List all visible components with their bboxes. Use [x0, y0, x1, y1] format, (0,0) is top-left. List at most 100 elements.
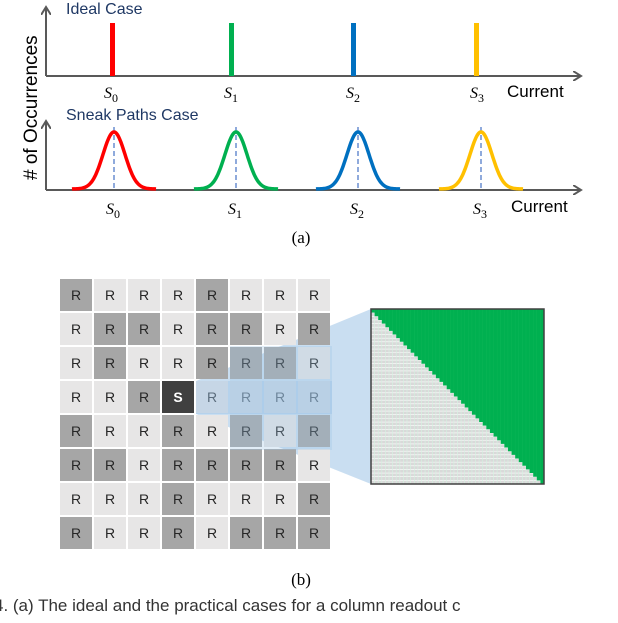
grid-cell-selected-label: S — [173, 389, 182, 405]
grid-cell-label: R — [241, 525, 251, 541]
grid-cell-label: R — [241, 423, 251, 439]
grid-cell — [230, 415, 262, 447]
grid-cell — [162, 483, 194, 515]
bell-curve-s2 — [315, 130, 401, 191]
grid-cell — [298, 381, 330, 413]
grid-cell-label: R — [105, 389, 115, 405]
grid-cell-label: R — [207, 457, 217, 473]
ideal-line-s0 — [110, 23, 115, 76]
grid-cell — [298, 347, 330, 379]
grid-cell-label: R — [241, 287, 251, 303]
grid-cell — [196, 449, 228, 481]
figure-caption: 4. (a) The ideal and the practical cases… — [0, 596, 461, 615]
grid-cell — [128, 381, 160, 413]
grid-cell — [94, 449, 126, 481]
grid-cell-label: R — [105, 423, 115, 439]
grid-cell-label: R — [275, 389, 285, 405]
ideal-state-label-s3: S3 — [470, 85, 484, 105]
ideal-axes — [46, 8, 580, 76]
panel-a-label: (a) — [292, 228, 311, 247]
grid-cell — [196, 415, 228, 447]
bell-curve-s0 — [71, 130, 157, 191]
grid-cell — [264, 415, 296, 447]
grid-cell — [196, 483, 228, 515]
grid-cell-label: R — [309, 525, 319, 541]
ideal-state-label-s0: S0 — [104, 85, 118, 105]
grid-cell — [128, 279, 160, 311]
sneak-bell-curves — [71, 130, 524, 191]
ideal-state-labels: S0 S1 S2 S3 — [104, 85, 484, 105]
ideal-case-label: Ideal Case — [66, 1, 143, 18]
grid-cell — [60, 381, 92, 413]
grid-cell-label: R — [173, 457, 183, 473]
panel-b-label: (b) — [291, 570, 311, 589]
grid-cell-label: R — [139, 525, 149, 541]
grid-cell-label: R — [207, 525, 217, 541]
grid-cell-label: R — [173, 321, 183, 337]
grid-cell — [298, 313, 330, 345]
grid-cell-label: R — [139, 321, 149, 337]
grid-cell — [264, 517, 296, 549]
grid-cell-label: R — [207, 355, 217, 371]
grid-cell-label: R — [241, 355, 251, 371]
grid-cell — [60, 449, 92, 481]
grid-cell — [162, 279, 194, 311]
grid-cell-label: R — [309, 355, 319, 371]
grid-cell-label: R — [241, 457, 251, 473]
grid-cell-label: R — [71, 491, 81, 507]
grid-cell — [162, 347, 194, 379]
grid-cell — [196, 517, 228, 549]
grid-cell — [128, 347, 160, 379]
grid-cell — [128, 415, 160, 447]
ideal-line-s1 — [229, 23, 234, 76]
sneak-case-label: Sneak Paths Case — [66, 107, 199, 124]
sneak-center-lines — [113, 127, 482, 189]
grid-cell-label: R — [105, 321, 115, 337]
grid-cell — [94, 279, 126, 311]
grid-cell — [128, 483, 160, 515]
sneak-region-highlight — [230, 346, 332, 450]
grid-cell — [94, 347, 126, 379]
ideal-line-s2 — [351, 23, 356, 76]
grid-cell-label: R — [309, 389, 319, 405]
grid-cell — [94, 517, 126, 549]
grid-cell — [264, 279, 296, 311]
sneak-state-label-s1: S1 — [228, 201, 242, 221]
sneak-state-label-s2: S2 — [350, 201, 364, 221]
ideal-state-lines — [110, 23, 479, 76]
grid-cell-label: R — [71, 423, 81, 439]
grid-cell — [196, 347, 228, 379]
grid-cell — [230, 449, 262, 481]
grid-cell-label: R — [309, 423, 319, 439]
bell-curve-s1 — [193, 130, 279, 191]
grid-cell — [264, 483, 296, 515]
grid-cell-label: R — [105, 525, 115, 541]
grid-cell-label: R — [207, 491, 217, 507]
sneak-state-label-s0: S0 — [106, 201, 120, 221]
grid-cell-label: R — [139, 355, 149, 371]
grid-cell-label: R — [71, 355, 81, 371]
grid-cell-label: R — [105, 355, 115, 371]
zoom-inset-border — [370, 308, 545, 485]
grid-cell-label: R — [309, 287, 319, 303]
grid-cell — [230, 313, 262, 345]
grid-cell — [162, 517, 194, 549]
ideal-state-label-s1: S1 — [224, 85, 238, 105]
grid-cell-label: R — [241, 321, 251, 337]
grid-cell — [264, 449, 296, 481]
grid-cell-label: R — [139, 491, 149, 507]
grid-cell — [94, 483, 126, 515]
grid-cell-label: R — [71, 525, 81, 541]
grid-cell — [230, 517, 262, 549]
grid-cell — [162, 415, 194, 447]
grid-cell — [264, 347, 296, 379]
grid-cell — [128, 449, 160, 481]
grid-cell — [60, 279, 92, 311]
grid-cell-label: R — [173, 355, 183, 371]
grid-cell — [196, 381, 228, 413]
grid-cell-selected — [162, 381, 194, 413]
grid-cell — [264, 381, 296, 413]
grid-cell — [60, 347, 92, 379]
sneak-axes — [46, 122, 580, 190]
grid-cell-label: R — [275, 457, 285, 473]
